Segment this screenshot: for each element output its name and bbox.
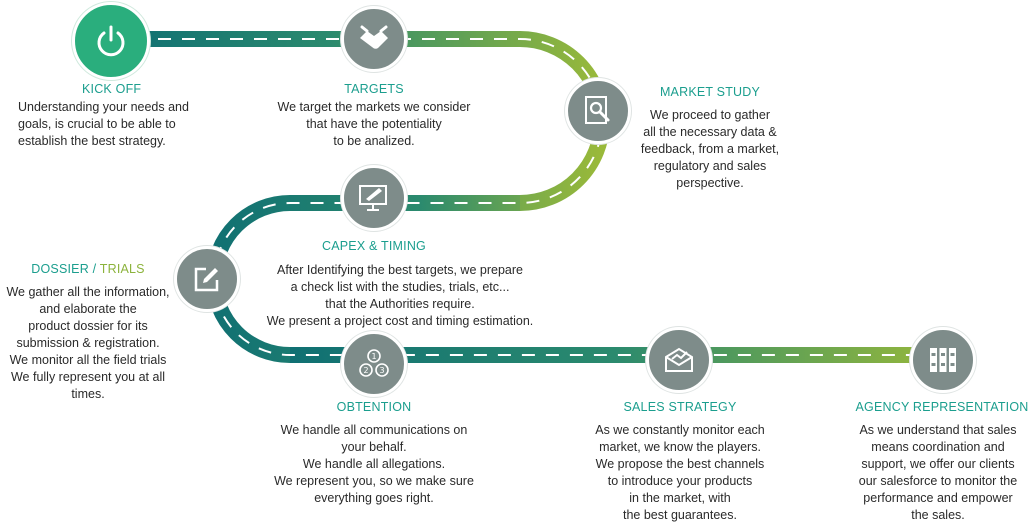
obtention-node: 1 2 3 [341,331,407,397]
agency-title: AGENCY REPRESENTATION [855,400,1029,414]
power-icon [97,25,125,57]
agency-text: As we understand that sales means coordi… [858,423,1018,522]
obtention-text: We handle all communications on your beh… [274,423,474,505]
targets-title: TARGETS [344,82,404,96]
targets-node [341,6,407,72]
kick-off-node [72,2,150,80]
market-study-node [565,78,631,144]
dossier-title-b: TRIALS [99,262,145,276]
obtention-title: OBTENTION [336,400,412,414]
sales-strategy-title: SALES STRATEGY [623,400,737,414]
envelope-chart-icon [665,347,693,372]
capex-text: After Identifying the best targets, we p… [266,263,534,328]
market-study-title: MARKET STUDY [659,85,761,99]
dossier-text: We gather all the information, and elabo… [6,285,170,401]
monitor-pen-icon [359,185,387,211]
edit-icon [194,267,219,292]
capex-node [341,165,407,231]
kick-off-text: Understanding your needs and goals, is c… [18,100,189,148]
handshake-icon [360,25,388,49]
binders-icon [930,348,956,372]
capex-title: CAPEX & TIMING [322,239,426,253]
dossier-title-a: DOSSIER / [31,262,97,276]
svg-text:1: 1 [371,352,376,361]
market-study-text: We proceed to gather all the necessary d… [640,108,780,190]
dossier-node [174,246,240,312]
svg-text:3: 3 [379,366,384,375]
dossier-title: DOSSIER / TRIALS [0,262,176,276]
kick-off-title: KICK OFF [82,82,142,96]
steps-123-icon: 1 2 3 [359,349,389,377]
sales-strategy-text: As we constantly monitor each market, we… [595,423,765,522]
agency-node [910,327,976,393]
sales-strategy-node [646,327,712,393]
document-search-icon [585,96,610,124]
svg-text:2: 2 [363,366,368,375]
targets-text: We target the markets we consider that h… [277,100,471,148]
